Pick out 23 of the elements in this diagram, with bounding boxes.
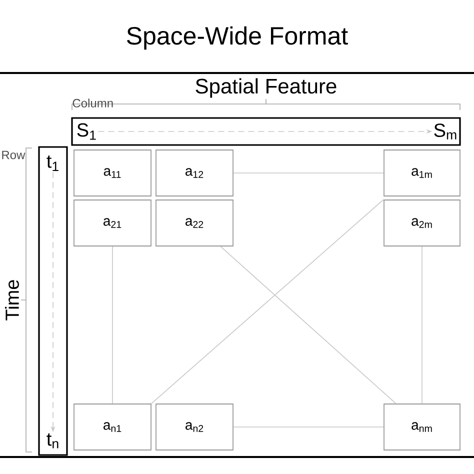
node-label: Column <box>72 98 113 108</box>
index-label: t$_{n}$ <box>46 433 58 448</box>
matrix-cell: a$_{1m}$ <box>384 150 460 196</box>
connector-line <box>233 426 384 428</box>
matrix-cell: a$_{n1}$ <box>74 404 152 450</box>
matrix-cell: a$_{nm}$ <box>384 404 460 450</box>
matrix-cell: a$_{22}$ <box>156 200 234 246</box>
title: Space-Wide Format <box>126 26 348 50</box>
index-label: t$_{1}$ <box>46 155 58 171</box>
matrix-cell: a$_{2m}$ <box>384 200 460 246</box>
matrix-cell: a$_{12}$ <box>156 150 234 196</box>
matrix-cell: a$_{11}$ <box>74 150 152 196</box>
node-label: Row <box>2 150 26 160</box>
connector-line <box>112 246 113 404</box>
index-label: S$_{1}$ <box>77 123 96 140</box>
axis-label: Time <box>4 278 20 322</box>
matrix-cell: a$_{21}$ <box>74 200 152 246</box>
index-label: S$_{m}$ <box>434 124 456 140</box>
connector-line <box>233 172 384 174</box>
connector-line <box>151 199 384 404</box>
axis-label: Spatial Feature <box>194 77 338 99</box>
matrix-cell: a$_{n2}$ <box>156 404 234 450</box>
connector-line <box>220 246 396 404</box>
